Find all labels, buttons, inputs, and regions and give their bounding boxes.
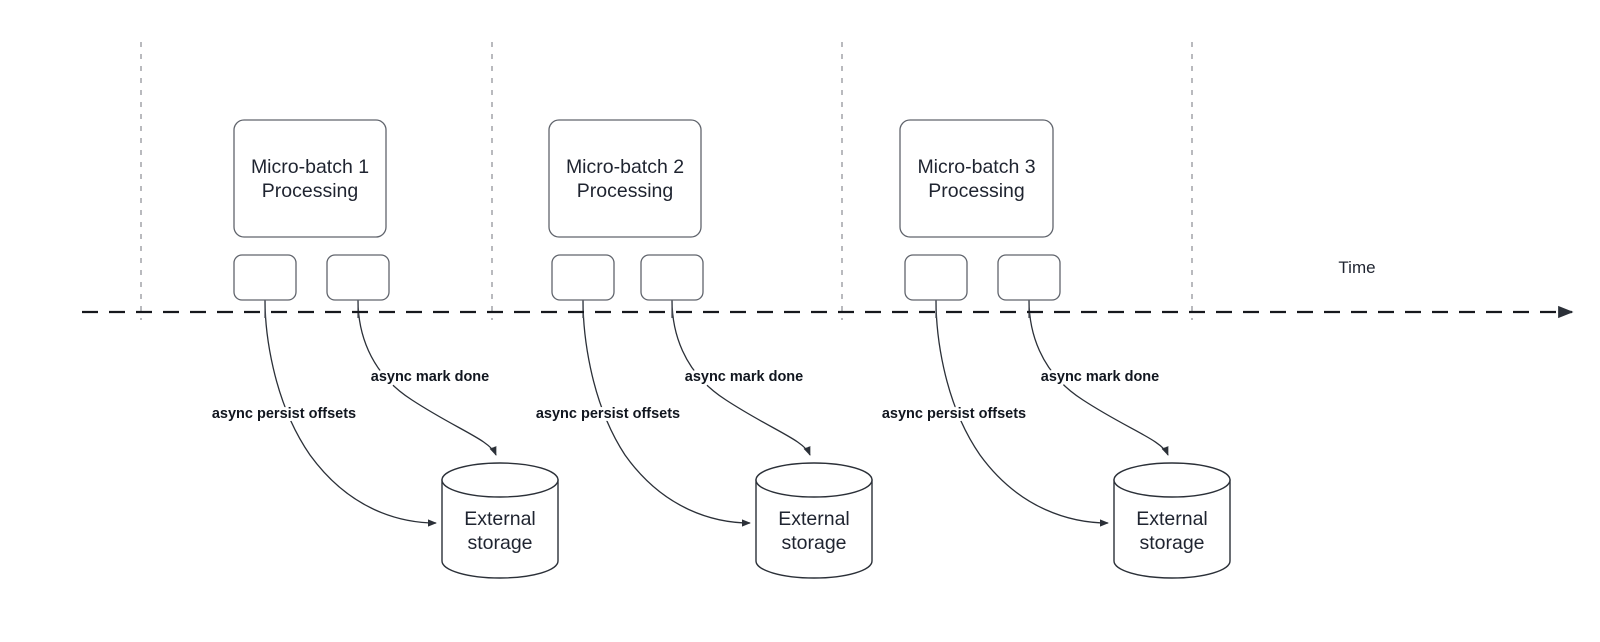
edge-mark-done-3-label: async mark done xyxy=(1041,369,1159,385)
micro-batch-box-3[interactable] xyxy=(899,119,1054,238)
cylinder-body xyxy=(441,479,559,579)
micro-batch-box-2[interactable] xyxy=(548,119,702,238)
cylinder-body xyxy=(1113,479,1231,579)
external-storage-label-3: External xyxy=(1136,508,1208,530)
task-markdone-3[interactable] xyxy=(997,254,1061,301)
vertical-guide-lines xyxy=(140,42,1193,320)
cylinder-top xyxy=(1113,462,1231,498)
micro-batch-sublabel-2: Processing xyxy=(577,180,673,202)
time-axis-label: Time xyxy=(1338,258,1375,277)
edge-labels-layer: async persist offsets async mark done asyn… xyxy=(209,366,1162,425)
micro-batch-label-2: Micro-batch 2 xyxy=(566,156,684,178)
external-storage-label-2: External xyxy=(778,508,850,530)
micro-batch-sublabel-3: Processing xyxy=(928,180,1024,202)
edge-mark-done-1-label: async mark done xyxy=(371,369,489,385)
edge-persist-offsets-2 xyxy=(582,299,751,527)
micro-batch-label-3: Micro-batch 3 xyxy=(917,156,1035,178)
external-storage-sublabel-1: storage xyxy=(467,532,532,554)
edge-mark-done-1 xyxy=(357,299,497,456)
nodes-layer: Micro-batch 1ProcessingExternalstorageMi… xyxy=(233,119,1231,579)
task-markdone-1[interactable] xyxy=(326,254,390,301)
edge-mark-done-3 xyxy=(1028,299,1169,456)
axis-label-layer: Time xyxy=(1338,258,1375,277)
external-storage-label-1: External xyxy=(464,508,536,530)
cylinder-top xyxy=(755,462,873,498)
edge-mark-done-2-label: async mark done xyxy=(685,369,803,385)
task-persist-2[interactable] xyxy=(551,254,615,301)
edges-layer xyxy=(264,299,1169,527)
micro-batch-box-1[interactable] xyxy=(233,119,387,238)
micro-batch-sublabel-1: Processing xyxy=(262,180,358,202)
edge-persist-offsets-3 xyxy=(935,299,1109,527)
external-storage-sublabel-2: storage xyxy=(781,532,846,554)
task-persist-1[interactable] xyxy=(233,254,297,301)
edge-persist-offsets-3-label: async persist offsets xyxy=(882,406,1026,422)
task-markdone-2[interactable] xyxy=(640,254,704,301)
edge-persist-offsets-1-label: async persist offsets xyxy=(212,406,356,422)
cylinder-top xyxy=(441,462,559,498)
edge-mark-done-2 xyxy=(671,299,811,456)
task-persist-3[interactable] xyxy=(904,254,968,301)
external-storage-sublabel-3: storage xyxy=(1139,532,1204,554)
edge-persist-offsets-1 xyxy=(264,299,437,527)
cylinder-body xyxy=(755,479,873,579)
micro-batch-label-1: Micro-batch 1 xyxy=(251,156,369,178)
edge-persist-offsets-2-label: async persist offsets xyxy=(536,406,680,422)
